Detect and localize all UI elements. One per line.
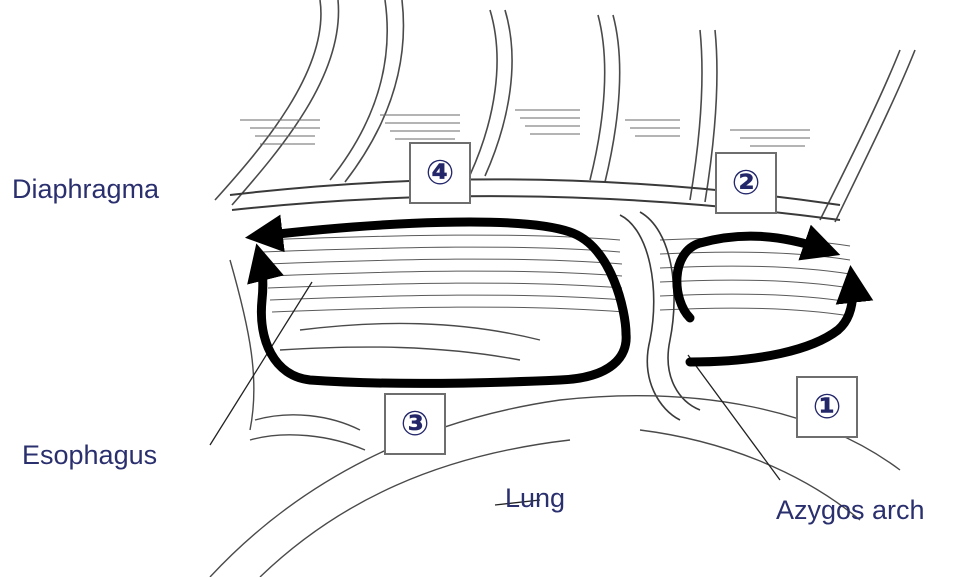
intercostal-hatching <box>240 110 810 146</box>
leader-lines <box>210 282 780 505</box>
route-right-upper-arrow <box>677 236 826 318</box>
step-two-number: ② <box>732 163 761 203</box>
route-right-lower-arrow <box>690 280 853 362</box>
step-one-number: ① <box>813 387 842 427</box>
diaphragma-label: Diaphragma <box>12 176 159 203</box>
step-one-box: ① <box>796 376 858 438</box>
route-arrows <box>260 222 853 383</box>
route-left-loop-arrow <box>260 222 626 334</box>
esophagus-outline <box>230 260 365 450</box>
lung-label: Lung <box>505 485 565 512</box>
muscle-fibres <box>260 235 850 316</box>
azygos-arch-label: Azygos arch <box>776 497 925 524</box>
step-three-number: ③ <box>401 404 430 444</box>
lung-outline <box>210 323 900 577</box>
step-two-box: ② <box>715 152 777 214</box>
step-three-box: ③ <box>384 393 446 455</box>
ribs <box>215 0 915 222</box>
step-four-number: ④ <box>426 153 455 193</box>
esophagus-label: Esophagus <box>22 442 157 469</box>
route-bottom-arrow <box>260 258 626 383</box>
step-four-box: ④ <box>409 142 471 204</box>
